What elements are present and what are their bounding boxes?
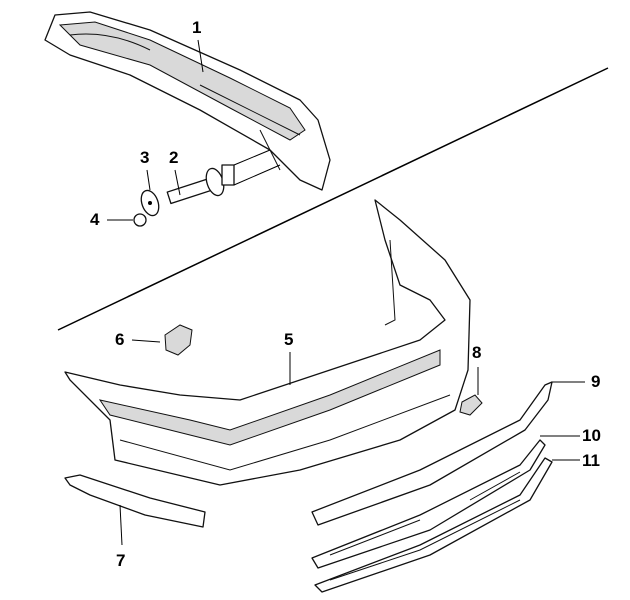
callout-3: 3 (140, 148, 150, 167)
clip-drawing (459, 367, 483, 416)
bumper-carrier-drawing (44, 11, 331, 191)
callout-9: 9 (591, 372, 601, 391)
callout-1: 1 (192, 18, 202, 37)
bolt-drawing (166, 149, 281, 205)
bracket-drawing (131, 324, 193, 356)
nut-drawing (107, 213, 147, 227)
section-divider (57, 67, 609, 331)
side-trim-drawing (64, 474, 206, 546)
callout-10: 10 (582, 426, 601, 445)
callout-6: 6 (115, 330, 125, 349)
callout-2: 2 (169, 148, 179, 167)
callout-4: 4 (90, 210, 100, 229)
bumper-cover-drawing (64, 199, 471, 486)
center-strip-drawing (311, 435, 580, 569)
washer-drawing (140, 169, 160, 217)
callout-7: 7 (116, 551, 126, 570)
upper-strip-drawing (311, 381, 585, 526)
lower-strip-drawing (314, 457, 580, 593)
callout-11: 11 (582, 451, 600, 470)
callout-5: 5 (284, 330, 294, 349)
callout-8: 8 (472, 343, 482, 362)
